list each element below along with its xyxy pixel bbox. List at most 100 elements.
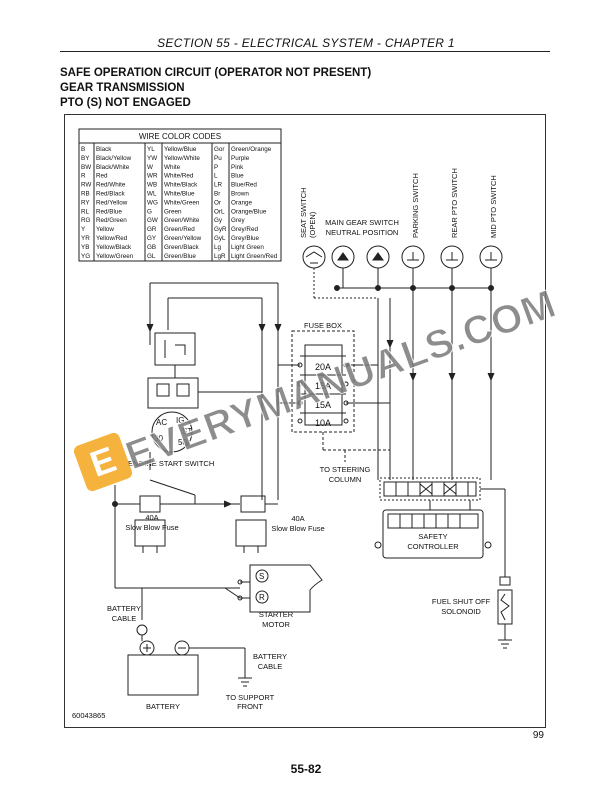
- wire-table-cell: Light Green: [231, 244, 264, 251]
- wire-table-cell: RY: [81, 199, 90, 206]
- wire-table-cell: Blue/Red: [231, 182, 257, 189]
- fuse-15a-1: 15A: [315, 381, 331, 391]
- harness-connector: [379, 477, 481, 501]
- wire-table-cell: Yellow: [96, 226, 114, 233]
- to-steering-label-2: COLUMN: [329, 475, 362, 484]
- wire-table-cell: Green/Blue: [164, 253, 196, 260]
- wire-table-cell: Yellow/Blue: [164, 146, 197, 153]
- wire-table-cell: Pink: [231, 164, 244, 171]
- safety-controller: [374, 509, 492, 559]
- heading-safe-operation: SAFE OPERATION CIRCUIT (OPERATOR NOT PRE…: [60, 67, 372, 79]
- safety-controller-label-1: SAFETY: [418, 532, 447, 541]
- wire-table-cell: YR: [81, 235, 90, 242]
- wire-table-cell: Br: [214, 191, 220, 198]
- wire-table-cell: Red/Black: [96, 191, 126, 198]
- wire-table-cell: GyL: [214, 235, 226, 242]
- wire-table-cell: Red/Blue: [96, 208, 122, 215]
- wire-table-cell: LgR: [214, 253, 226, 260]
- wire-table-cell: Orange: [231, 199, 253, 206]
- battery-cable-1-label-2: CABLE: [112, 614, 137, 623]
- wire-table-cell: Light Green/Red: [231, 253, 278, 260]
- wire-table-cell: Green/Orange: [231, 146, 272, 153]
- starter-motor: S R: [249, 564, 323, 613]
- wire-table-cell: Orange/Blue: [231, 208, 267, 215]
- wire-table-cell: White/Blue: [164, 191, 195, 198]
- wire-table-cell: Yellow/White: [164, 155, 200, 162]
- wire-table-cell: Grey/Blue: [231, 235, 259, 242]
- safety-controller-label-2: CONTROLLER: [407, 542, 459, 551]
- wire-table-cell: Red/Green: [96, 217, 127, 224]
- wire-table-cell: LR: [214, 182, 223, 189]
- starter-motor-label-1: STARTER: [259, 610, 294, 619]
- wire-table-cell: White: [164, 164, 181, 171]
- wire-table-cell: GR: [147, 226, 157, 233]
- main-gear-switch-label: MAIN GEAR SWITCH: [325, 218, 399, 227]
- parking-switch-label: PARKING SWITCH: [411, 173, 420, 238]
- wire-table-cell: WB: [147, 182, 157, 189]
- wire-table-cell: RG: [81, 217, 91, 224]
- wire-table-cell: GB: [147, 244, 156, 251]
- wire-table-cell: Black: [96, 146, 112, 153]
- switch-pos-ac: AC: [156, 418, 167, 427]
- wire-table-cell: GL: [147, 253, 156, 260]
- wire-table-cell: OrL: [214, 208, 225, 215]
- diagram-frame: [64, 114, 546, 728]
- wire-table-cell: Grey: [231, 217, 245, 224]
- wire-table-cell: Blue: [231, 173, 244, 180]
- wire-table-cell: W: [147, 164, 153, 171]
- switch-terminal-50: 50: [178, 438, 187, 447]
- slow-blow-fuse-2: [235, 495, 267, 553]
- switch-pos-ig: IG: [176, 416, 184, 425]
- wire-table-cell: YB: [81, 244, 89, 251]
- rear-pto-switch-label: REAR PTO SWITCH: [450, 168, 459, 238]
- section-header: SECTION 55 - ELECTRICAL SYSTEM - CHAPTER…: [157, 36, 455, 50]
- fuel-shutoff-solenoid: [497, 576, 513, 625]
- wire-table-cell: Grey/Red: [231, 226, 258, 233]
- fuse-20a: 20A: [315, 362, 331, 372]
- wire-table-cell: Y: [81, 226, 86, 233]
- fuse-15a-2: 15A: [315, 400, 331, 410]
- heading-pto: PTO (S) NOT ENGAGED: [60, 97, 191, 109]
- switch-main-gear-1: [331, 245, 355, 269]
- wire-table-cell: B: [81, 146, 85, 153]
- starter-r-terminal: R: [259, 593, 265, 602]
- header-rule: [60, 51, 550, 52]
- wire-table-cell: P: [214, 164, 218, 171]
- wire-table-cell: Black/Yellow: [96, 155, 132, 162]
- to-support-label-1: TO SUPPORT: [226, 693, 275, 702]
- switch-seat: [302, 245, 326, 269]
- switch-mid-pto: [479, 245, 503, 269]
- watermark-text: EVERYMANUALS.COM: [120, 282, 562, 479]
- fuse1-rating: 40A: [145, 513, 158, 522]
- wire-table-cell: GyR: [214, 226, 227, 233]
- wire-table-cell: Brown: [231, 191, 249, 198]
- to-steering-label-1: TO STEERING: [320, 465, 371, 474]
- switch-pos-st: ST: [182, 427, 192, 436]
- wire-table-cell: Or: [214, 199, 221, 206]
- watermark: E EVERYMANUALS.COM: [73, 281, 563, 492]
- engine-start-switch: AC IG ST 30 50: [147, 377, 199, 453]
- page-note: 99: [532, 730, 544, 741]
- wire-table-cell: Yellow/Black: [96, 244, 132, 251]
- wire-table-cell: Red/White: [96, 182, 126, 189]
- wire-table-cell: WR: [147, 173, 158, 180]
- switch-parking: [401, 245, 425, 269]
- wire-table-cell: YL: [147, 146, 155, 153]
- wire-table-cell: BW: [81, 164, 91, 171]
- wire-table-cell: Green: [164, 208, 182, 215]
- wire-table-cell: Gy: [214, 217, 223, 224]
- wire-table-title: WIRE COLOR CODES: [139, 132, 221, 141]
- wire-table-cell: Green/Yellow: [164, 235, 202, 242]
- to-support-label-2: FRONT: [237, 702, 263, 711]
- wire-table-cell: WL: [147, 191, 157, 198]
- wire-table-cell: RW: [81, 182, 91, 189]
- wire-table-cell: Yellow/Green: [96, 253, 134, 260]
- wire-table-cell: Black/White: [96, 164, 130, 171]
- slow-blow-fuse-1: [134, 495, 166, 553]
- wire-table-cell: Purple: [231, 155, 250, 162]
- relay: [154, 332, 196, 366]
- battery-cable-1-label-1: BATTERY: [107, 604, 141, 613]
- battery-cable-2-label-2: CABLE: [258, 662, 283, 671]
- wire-table-cell: Yellow/Red: [96, 235, 128, 242]
